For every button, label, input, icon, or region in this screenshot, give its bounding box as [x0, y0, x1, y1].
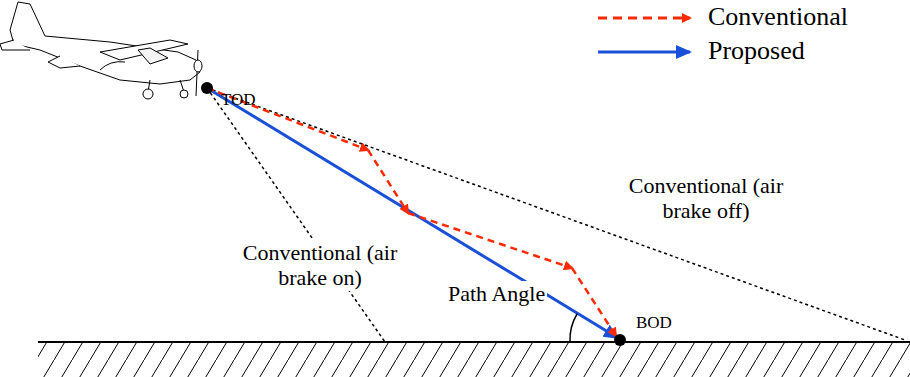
proposed-path — [207, 88, 618, 338]
airplane-sketch — [0, 2, 202, 99]
legend-conventional-sample — [598, 17, 690, 20]
point-label: TOD — [221, 90, 256, 110]
legend-text: Conventional — [708, 2, 848, 32]
point-label: BOD — [636, 313, 672, 333]
ground-hatching — [38, 343, 910, 377]
tod-dot — [201, 82, 213, 94]
legend-proposed-sample — [598, 51, 690, 54]
angle-label: Path Angle — [446, 281, 547, 306]
angle-arc — [570, 314, 577, 342]
legend-text: Proposed — [708, 36, 805, 66]
envelope-label: Conventional (air brake on) — [237, 240, 403, 291]
bod-dot — [614, 334, 626, 346]
air-brake-off-line — [207, 88, 905, 340]
ground-line — [38, 341, 910, 343]
air-brake-on-line — [207, 88, 385, 342]
envelope-label: Conventional (air brake off) — [623, 173, 789, 224]
conventional-path — [207, 88, 616, 336]
